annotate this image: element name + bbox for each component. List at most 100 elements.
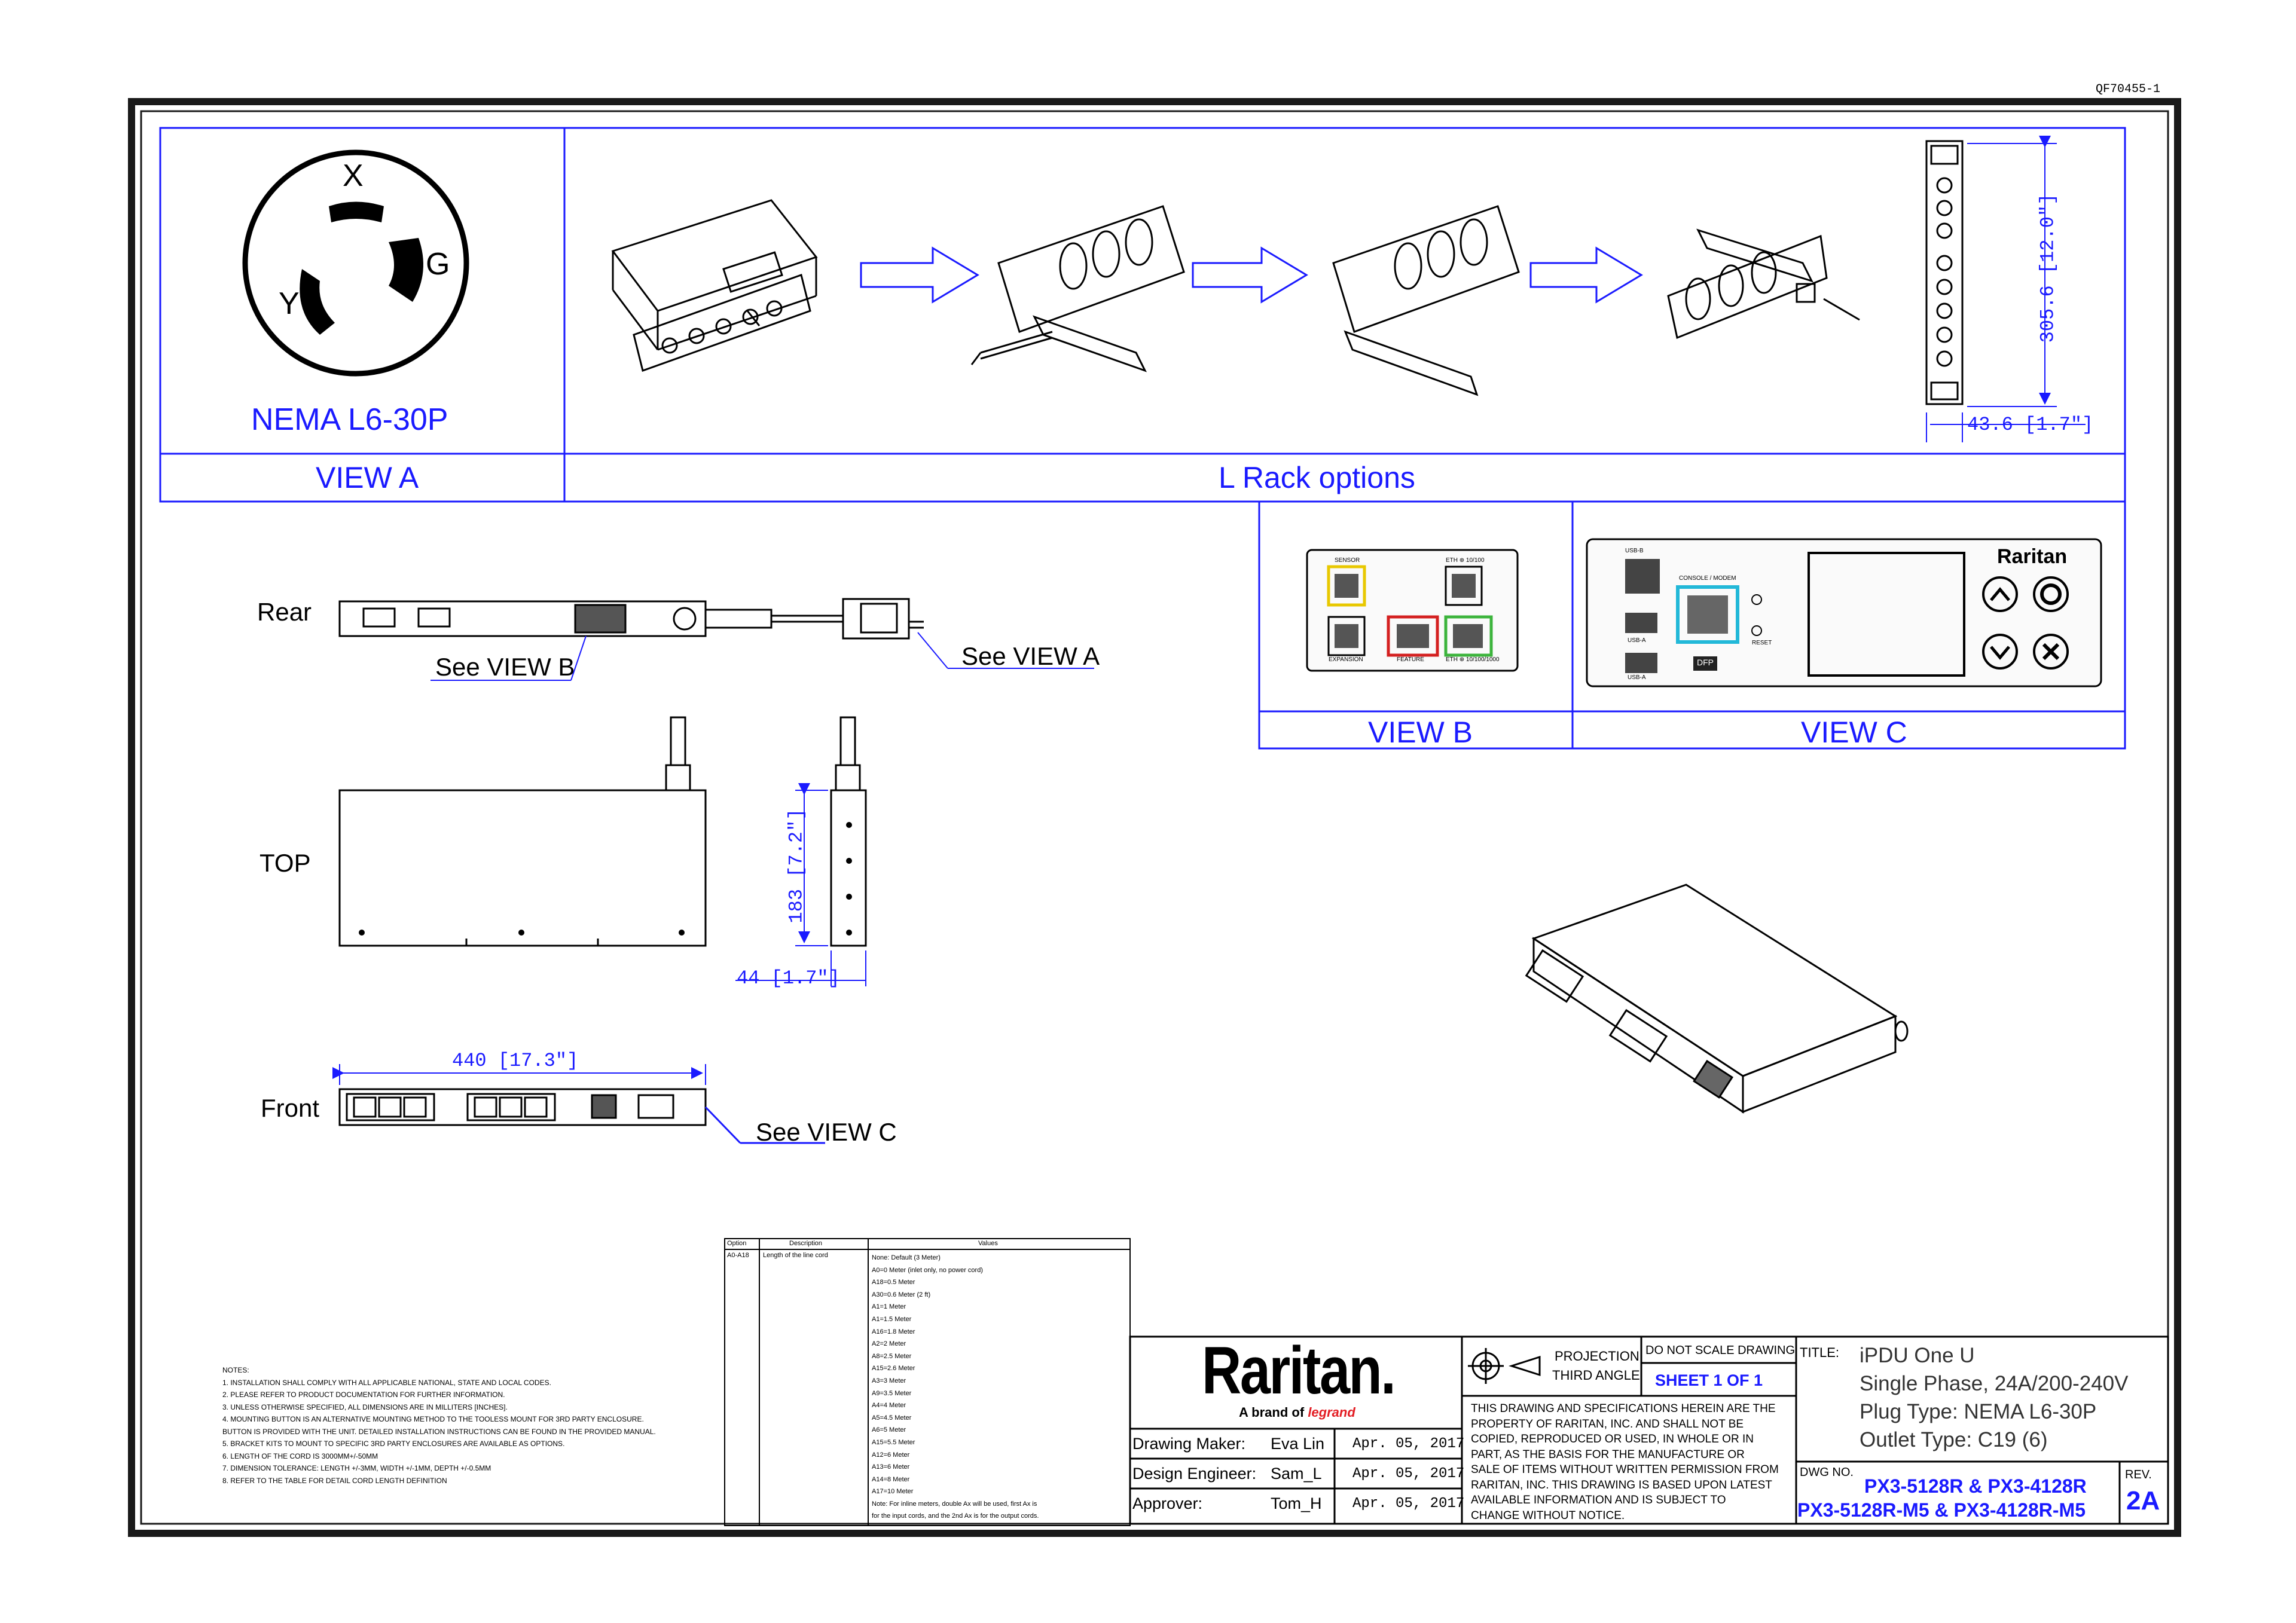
drawing-maker-role: Drawing Maker: xyxy=(1132,1435,1246,1453)
revision-number: 2A xyxy=(2126,1486,2160,1515)
document-id: QF70455-1 xyxy=(2096,82,2161,96)
note-item: 3. UNLESS OTHERWISE SPECIFIED, ALL DIMEN… xyxy=(222,1402,508,1411)
option-value: A6=5 Meter xyxy=(872,1426,906,1434)
port-eth-top-label: ETH ⊕ 10/100 xyxy=(1446,557,1485,564)
legrand-logo: legrand xyxy=(1308,1405,1355,1420)
side-view-dots xyxy=(846,822,852,936)
option-code: A0-A18 xyxy=(727,1252,749,1259)
design-engineer-date: Apr. 05, 2017 xyxy=(1352,1466,1465,1482)
port-feature-label: FEATURE xyxy=(1397,656,1424,663)
disclaimer-line: COPIED, REPRODUCED OR USED, IN WHOLE OR … xyxy=(1471,1433,1754,1445)
rack-arrow-1 xyxy=(860,246,979,304)
option-values-list: None: Default (3 Meter) A0=0 Meter (inle… xyxy=(872,1252,1039,1523)
note-item: 4. MOUNTING BUTTON IS AN ALTERNATIVE MOU… xyxy=(222,1415,644,1423)
view-c-panel xyxy=(1586,538,2102,687)
raritan-logo: Raritan. xyxy=(1202,1333,1396,1408)
option-header-option: Option xyxy=(727,1240,747,1247)
see-view-b-callout: See VIEW B xyxy=(435,653,575,681)
option-value: A15=5.5 Meter xyxy=(872,1438,915,1446)
port-sensor-label: SENSOR xyxy=(1335,557,1360,564)
rack-step-4 xyxy=(1667,228,1860,340)
plug-pin-g: G xyxy=(426,247,450,282)
option-value: for the input cords, and the 2nd Ax is f… xyxy=(872,1512,1039,1520)
approver-date: Apr. 05, 2017 xyxy=(1352,1496,1465,1512)
rack-step-3 xyxy=(1332,205,1520,396)
rack-step-1 xyxy=(611,199,818,372)
option-description: Length of the line cord xyxy=(763,1252,828,1259)
option-value: A30=0.6 Meter (2 ft) xyxy=(872,1291,931,1298)
rack-options-label: L Rack options xyxy=(1219,461,1415,494)
no-scale-label: DO NOT SCALE DRAWING xyxy=(1645,1344,1796,1357)
disclaimer-line: PART, AS THE BASIS FOR THE MANUFACTURE O… xyxy=(1471,1448,1745,1461)
option-value: A8=2.5 Meter xyxy=(872,1352,912,1360)
view-c-label: VIEW C xyxy=(1801,716,1907,749)
option-value: A5=4.5 Meter xyxy=(872,1414,912,1422)
option-value: None: Default (3 Meter) xyxy=(872,1254,941,1261)
option-value: A18=0.5 Meter xyxy=(872,1279,915,1286)
disclaimer-line: SALE OF ITEMS WITHOUT WRITTEN PERMISSION… xyxy=(1471,1463,1779,1476)
rear-label: Rear xyxy=(257,598,312,626)
usb-a1-label: USB-A xyxy=(1628,637,1646,644)
side-width-dimension: 44 [1.7"] xyxy=(737,967,840,989)
notes-title: NOTES: xyxy=(222,1366,249,1374)
side-view xyxy=(830,716,867,947)
front-dim-lines xyxy=(332,1064,706,1085)
option-value: A1=1.5 Meter xyxy=(872,1315,912,1323)
plug-name: NEMA L6-30P xyxy=(251,402,448,437)
title-line: Outlet Type: C19 (6) xyxy=(1860,1428,2048,1451)
option-value: A15=2.6 Meter xyxy=(872,1365,915,1373)
reset-label: RESET xyxy=(1752,640,1772,646)
approver-role: Approver: xyxy=(1132,1494,1203,1512)
see-view-c-callout: See VIEW C xyxy=(756,1118,897,1146)
outer-frame xyxy=(128,98,2181,1537)
view-c-brand: Raritan xyxy=(1997,545,2068,568)
top-label: TOP xyxy=(259,849,311,877)
view-a-label: VIEW A xyxy=(316,461,419,494)
option-value: A1=1 Meter xyxy=(872,1303,906,1311)
option-value: A12=6 Meter xyxy=(872,1451,910,1459)
front-view xyxy=(338,1088,825,1144)
dwg-number-line2: PX3-5128R-M5 & PX3-4128R-M5 xyxy=(1797,1499,2086,1521)
usb-b-label: USB-B xyxy=(1625,548,1644,554)
option-value: A16=1.8 Meter xyxy=(872,1328,915,1335)
design-engineer-name: Sam_L xyxy=(1271,1465,1322,1483)
drawing-maker-name: Eva Lin xyxy=(1271,1435,1325,1453)
dfp-label: DFP xyxy=(1697,658,1714,667)
top-section-grid xyxy=(159,127,2126,750)
notes-block: NOTES: 1. INSTALLATION SHALL COMPLY WITH… xyxy=(222,1364,656,1487)
rack-arrow-3 xyxy=(1529,246,1643,304)
plug-pin-y: Y xyxy=(279,286,300,321)
disclaimer-line: RARITAN, INC. THIS DRAWING IS BASED UPON… xyxy=(1471,1478,1772,1491)
rack-step-2 xyxy=(970,205,1185,372)
top-view-dots xyxy=(359,930,685,936)
projection-label-2: THIRD ANGLE xyxy=(1552,1368,1640,1383)
option-header-values: Values xyxy=(978,1240,998,1247)
title-line: Plug Type: NEMA L6-30P xyxy=(1860,1400,2097,1423)
option-value: A3=3 Meter xyxy=(872,1377,906,1384)
rear-leader-lines xyxy=(430,632,1094,681)
title-line: iPDU One U xyxy=(1860,1344,1975,1367)
rev-label: REV. xyxy=(2125,1468,2152,1481)
drawing-title: iPDU One U Single Phase, 24A/200-240V Pl… xyxy=(1860,1341,2129,1454)
option-value: A14=8 Meter xyxy=(872,1475,910,1483)
projection-symbol xyxy=(1468,1348,1541,1384)
title-label: TITLE: xyxy=(1800,1345,1840,1360)
port-expansion-label: EXPANSION xyxy=(1329,656,1363,663)
note-item: 1. INSTALLATION SHALL COMPLY WITH ALL AP… xyxy=(222,1378,551,1387)
option-value: A9=3.5 Meter xyxy=(872,1389,912,1397)
depth-dimension: 183 [7.2"] xyxy=(785,808,808,924)
note-item: BUTTON IS PROVIDED WITH THE UNIT. DETAIL… xyxy=(222,1427,656,1436)
side-dim-lines xyxy=(735,783,866,986)
rack-dim-height: 305.6 [12.0"] xyxy=(2037,193,2059,343)
title-line: Single Phase, 24A/200-240V xyxy=(1860,1372,2129,1395)
note-item: 6. LENGTH OF THE CORD IS 3000MM+/-50MM xyxy=(222,1451,378,1460)
projection-label-1: PROJECTION xyxy=(1555,1349,1639,1364)
approver-name: Tom_H xyxy=(1271,1494,1322,1512)
dwg-number-line1: PX3-5128R & PX3-4128R xyxy=(1864,1475,2087,1497)
tagline-prefix: A brand of xyxy=(1239,1405,1305,1420)
disclaimer-line: PROPERTY OF RARITAN, INC. AND SHALL NOT … xyxy=(1471,1417,1744,1431)
view-b-panel xyxy=(1306,549,1519,672)
note-item: 5. BRACKET KITS TO MOUNT TO SPECIFIC 3RD… xyxy=(222,1439,565,1448)
option-value: A2=2 Meter xyxy=(872,1340,906,1348)
disclaimer-line: THIS DRAWING AND SPECIFICATIONS HEREIN A… xyxy=(1471,1402,1776,1415)
